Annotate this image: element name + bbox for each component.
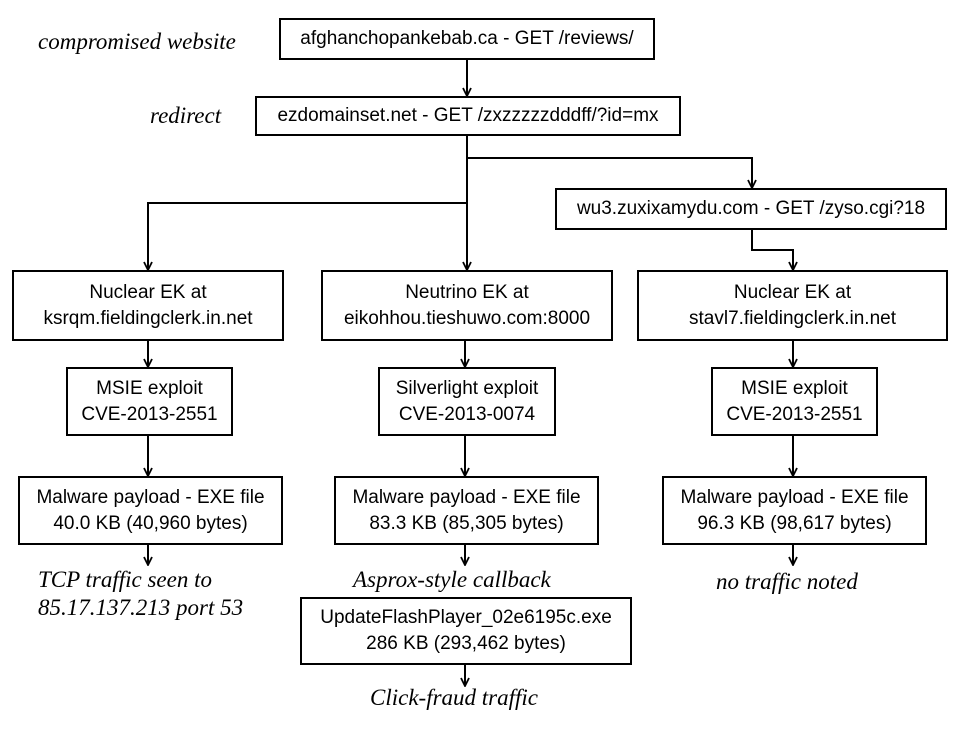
box-payload-2: Malware payload - EXE file 83.3 KB (85,3…	[334, 476, 599, 545]
box-ek3: Nuclear EK at stavl7.fieldingclerk.in.ne…	[637, 270, 948, 341]
ek1-line2: ksrqm.fieldingclerk.in.net	[43, 307, 253, 329]
ek2-line2: eikohhou.tieshuwo.com:8000	[343, 307, 591, 329]
payload-3-line2: 96.3 KB (98,617 bytes)	[697, 512, 892, 534]
box-redirect: ezdomainset.net - GET /zxzzzzzdddff/?id=…	[255, 96, 681, 136]
exploit-3-line1: MSIE exploit	[741, 377, 848, 399]
note-tcp-traffic: TCP traffic seen to 85.17.137.213 port 5…	[38, 566, 243, 622]
box-redirect-text: ezdomainset.net - GET /zxzzzzzdddff/?id=…	[277, 105, 659, 126]
note-no-traffic: no traffic noted	[716, 569, 858, 594]
payload-1-line2: 40.0 KB (40,960 bytes)	[53, 512, 248, 534]
payload-1-line1: Malware payload - EXE file	[36, 486, 265, 508]
box-ek2: Neutrino EK at eikohhou.tieshuwo.com:800…	[321, 270, 613, 341]
exploit-2-line2: CVE-2013-0074	[398, 403, 536, 425]
payload-2-line2: 83.3 KB (85,305 bytes)	[369, 512, 564, 534]
exploit-1-line2: CVE-2013-2551	[81, 403, 218, 425]
note-asprox-callback: Asprox-style callback	[353, 567, 551, 592]
flash-line1: UpdateFlashPlayer_02e6195c.exe	[320, 607, 612, 628]
arrow-redirect-to-wu3	[467, 157, 752, 188]
ek3-line1: Nuclear EK at	[733, 281, 852, 303]
payload-3-line1: Malware payload - EXE file	[680, 486, 909, 508]
exploit-3-line2: CVE-2013-2551	[726, 403, 863, 425]
box-compromised-site-text: afghanchopankebab.ca - GET /reviews/	[300, 28, 634, 49]
ek3-line2: stavl7.fieldingclerk.in.net	[689, 307, 896, 329]
label-compromised-website: compromised website	[38, 29, 236, 54]
box-wu3-text: wu3.zuxixamydu.com - GET /zyso.cgi?18	[576, 198, 926, 219]
box-exploit-1: MSIE exploit CVE-2013-2551	[66, 367, 233, 436]
box-compromised-site: afghanchopankebab.ca - GET /reviews/	[279, 18, 655, 60]
note-click-fraud: Click-fraud traffic	[370, 685, 539, 710]
exploit-1-line1: MSIE exploit	[96, 377, 203, 399]
box-payload-1: Malware payload - EXE file 40.0 KB (40,9…	[18, 476, 283, 545]
box-ek1: Nuclear EK at ksrqm.fieldingclerk.in.net	[12, 270, 284, 341]
exploit-2-line1: Silverlight exploit	[395, 377, 539, 399]
flash-line2: 286 KB (293,462 bytes)	[366, 633, 566, 654]
box-exploit-3: MSIE exploit CVE-2013-2551	[711, 367, 878, 436]
box-update-flash-player: UpdateFlashPlayer_02e6195c.exe 286 KB (2…	[300, 597, 632, 665]
payload-2-line1: Malware payload - EXE file	[352, 486, 581, 508]
arrow-wu3-to-ek3	[751, 228, 793, 270]
arrow-redirect-to-ek1	[148, 134, 468, 270]
label-redirect: redirect	[150, 103, 222, 128]
ek2-line1: Neutrino EK at	[405, 281, 529, 303]
box-wu3: wu3.zuxixamydu.com - GET /zyso.cgi?18	[555, 188, 947, 230]
box-payload-3: Malware payload - EXE file 96.3 KB (98,6…	[662, 476, 927, 545]
note-tcp-line2: 85.17.137.213 port 53	[38, 595, 244, 620]
note-tcp-line1: TCP traffic seen to	[38, 567, 212, 592]
box-exploit-2: Silverlight exploit CVE-2013-0074	[378, 367, 556, 436]
ek1-line1: Nuclear EK at	[89, 281, 207, 303]
